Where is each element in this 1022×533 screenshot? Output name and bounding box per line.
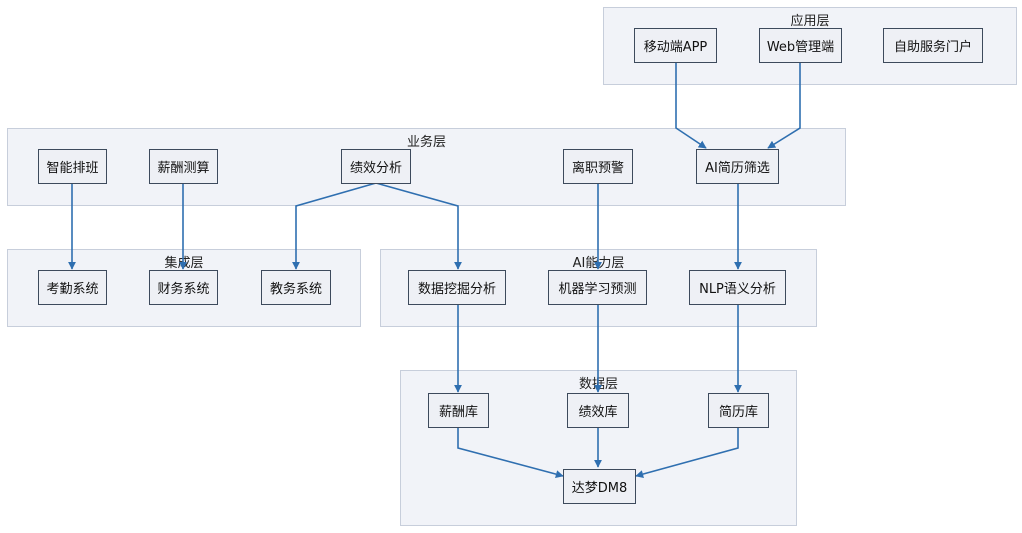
- edge-web-to-resume: [767, 63, 801, 149]
- edge-mobile-to-resume: [675, 63, 707, 149]
- node-ai-resume: AI简历筛选: [696, 149, 779, 184]
- node-perf-analysis: 绩效分析: [341, 149, 411, 184]
- edge-salarydb-to-dameng: [457, 427, 564, 479]
- node-mobile-app: 移动端APP: [634, 28, 717, 63]
- edge-perf-to-academic: [292, 182, 377, 270]
- node-perf-db: 绩效库: [567, 393, 629, 428]
- node-attrition-alert: 离职预警: [563, 149, 633, 184]
- node-smart-schedule: 智能排班: [38, 149, 107, 184]
- node-dameng: 达梦DM8: [563, 469, 636, 504]
- node-ml-predict: 机器学习预测: [548, 270, 647, 305]
- node-self-service: 自助服务门户: [883, 28, 983, 63]
- node-salary-calc: 薪酬测算: [149, 149, 218, 184]
- node-web-admin: Web管理端: [759, 28, 842, 63]
- layer-application-title: 应用层: [790, 14, 830, 29]
- edge-resumedb-to-dameng: [635, 427, 739, 478]
- node-resume-db: 简历库: [708, 393, 769, 428]
- node-salary-db: 薪酬库: [428, 393, 489, 428]
- node-finance-sys: 财务系统: [149, 270, 218, 305]
- node-nlp: NLP语义分析: [689, 270, 786, 305]
- node-academic-sys: 教务系统: [261, 270, 331, 305]
- node-data-mining: 数据挖掘分析: [408, 270, 506, 305]
- layer-business-title: 业务层: [406, 135, 446, 150]
- edge-perf-to-mining: [375, 182, 462, 270]
- node-attendance-sys: 考勤系统: [38, 270, 107, 305]
